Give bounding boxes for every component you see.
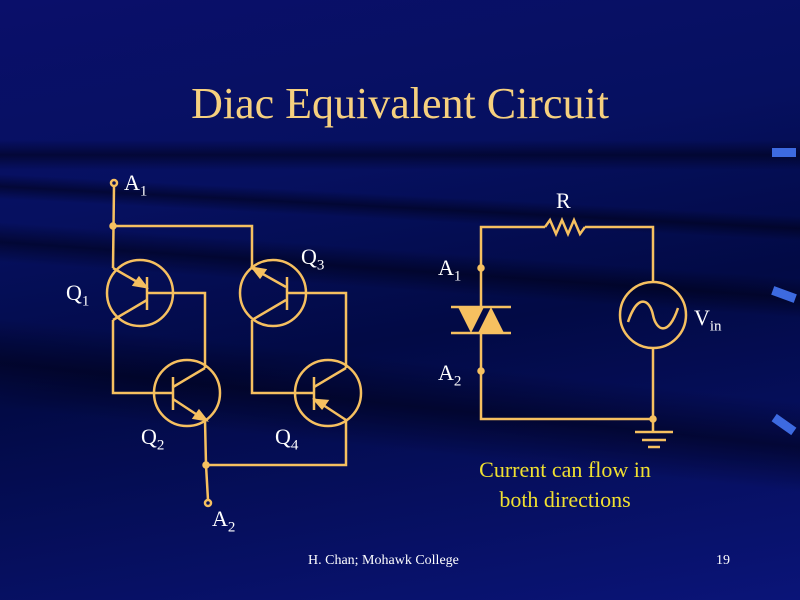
label-a1: A1 (438, 255, 462, 285)
label-q2: Q2 (141, 424, 165, 454)
transistor-q4 (293, 358, 363, 428)
diac-test-circuit (451, 216, 688, 449)
wire (479, 225, 545, 307)
slide-title: Diac Equivalent Circuit (191, 79, 609, 128)
label-q1: Q1 (66, 280, 90, 310)
wire (479, 333, 653, 421)
wire (585, 225, 655, 282)
label-q3: Q3 (301, 244, 325, 274)
decor-bar (772, 148, 796, 157)
label-a2: A2 (212, 506, 236, 536)
label-resistor: R (556, 188, 571, 213)
resistor (543, 216, 587, 238)
transistor-q2 (152, 358, 222, 428)
wire (113, 224, 254, 268)
terminal-a2 (203, 498, 213, 508)
background-streak (0, 140, 800, 170)
label-q4: Q4 (275, 424, 299, 454)
slide-number: 19 (716, 553, 730, 568)
label-a2: A2 (438, 360, 462, 390)
diac-equivalent-circuit (105, 178, 363, 508)
footer-author: H. Chan; Mohawk College (308, 553, 459, 568)
sine-wave-icon (626, 300, 680, 330)
label-a1: A1 (124, 170, 148, 200)
terminal-a2 (477, 367, 485, 375)
junction (109, 222, 117, 230)
terminal-a1 (109, 178, 119, 188)
label-vin: Vin (694, 305, 722, 335)
terminal-a1 (477, 264, 485, 272)
